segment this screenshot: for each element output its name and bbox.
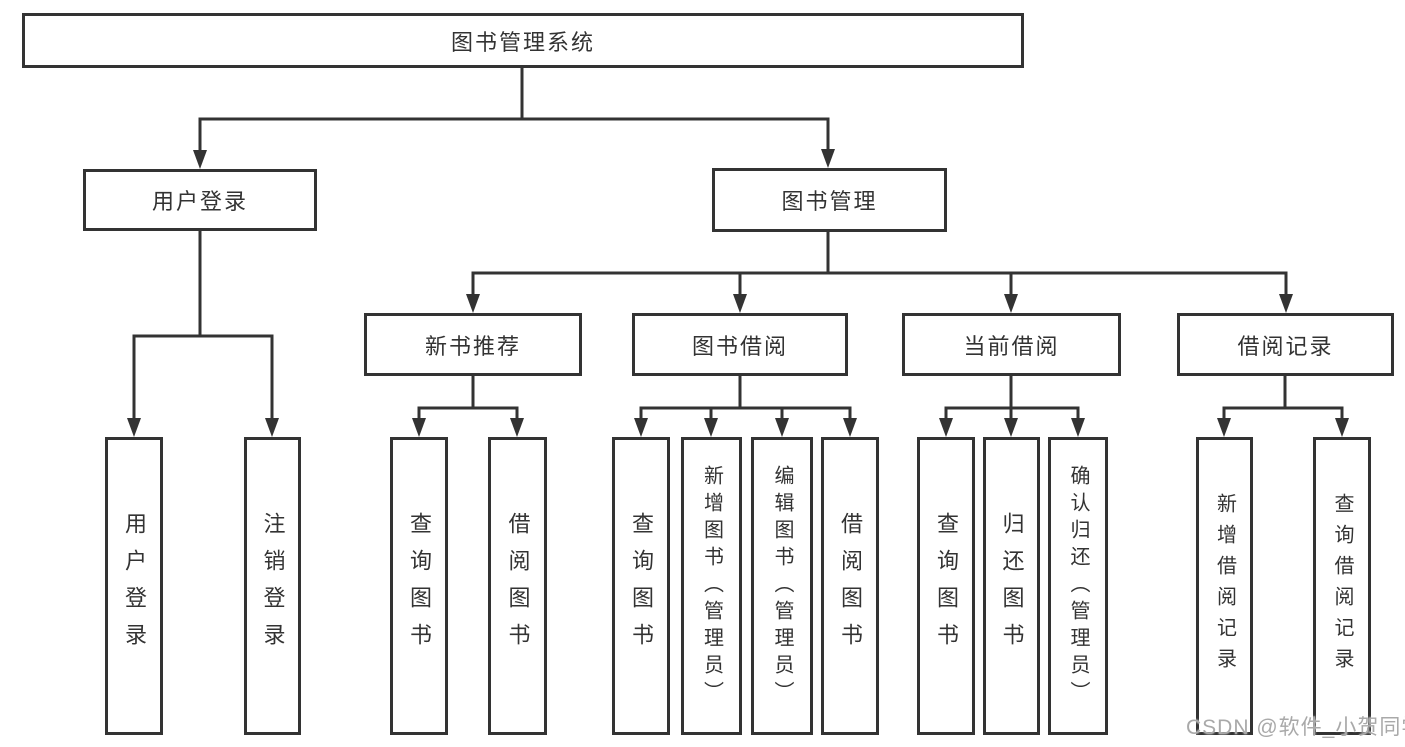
leaf-edit-book-admin-label: 编辑图书（管理员） (771, 464, 793, 708)
leaf-rec-borrow-book-label: 借阅图书 (505, 512, 531, 660)
node-book-management: 图书管理 (712, 168, 947, 232)
leaf-return-book-label: 归还图书 (999, 512, 1025, 660)
leaf-return-book: 归还图书 (983, 437, 1040, 735)
node-current-borrow-label: 当前借阅 (963, 333, 1060, 359)
leaf-borrow-book: 借阅图书 (821, 437, 879, 735)
connector-root-to-level2 (193, 68, 835, 169)
node-book-management-label: 图书管理 (781, 189, 878, 214)
arrowhead-icon (466, 294, 480, 313)
arrowhead-icon (127, 418, 141, 437)
node-book-borrow-label: 图书借阅 (691, 333, 788, 359)
arrowhead-icon (265, 418, 279, 437)
leaf-query-borrow-record: 查询借阅记录 (1313, 437, 1371, 735)
node-new-book-recommend-label: 新书推荐 (424, 333, 521, 359)
leaf-add-book-admin: 新增图书（管理员） (681, 437, 742, 735)
connector-book-mgmt-to-level3 (466, 232, 1293, 313)
leaf-borrow-query-book: 查询图书 (612, 437, 670, 735)
arrowhead-icon (1217, 418, 1231, 437)
leaf-add-book-admin-label: 新增图书（管理员） (700, 464, 723, 708)
leaf-logout-label: 注销登录 (260, 512, 286, 660)
arrowhead-icon (821, 149, 835, 168)
node-borrow-records-label: 借阅记录 (1237, 333, 1334, 359)
arrowhead-icon (510, 418, 524, 437)
connector-user-login-children (127, 231, 279, 437)
leaf-query-borrow-record-label: 查询借阅记录 (1331, 493, 1353, 679)
leaf-edit-book-admin: 编辑图书（管理员） (751, 437, 813, 735)
arrowhead-icon (1335, 418, 1349, 437)
node-current-borrow: 当前借阅 (902, 313, 1121, 376)
arrowhead-icon (412, 418, 426, 437)
arrowhead-icon (1279, 294, 1293, 313)
node-root-label: 图书管理系统 (450, 29, 595, 55)
leaf-add-borrow-record-label: 新增借阅记录 (1213, 493, 1236, 679)
leaf-current-query-book-label: 查询图书 (934, 512, 959, 660)
arrowhead-icon (634, 418, 648, 437)
leaf-rec-borrow-book: 借阅图书 (488, 437, 547, 735)
arrowhead-icon (733, 294, 747, 313)
node-user-login: 用户登录 (83, 169, 317, 231)
connector-borrow-records-children (1217, 376, 1349, 437)
arrowhead-icon (843, 418, 857, 437)
leaf-borrow-book-label: 借阅图书 (838, 512, 863, 660)
leaf-logout: 注销登录 (244, 437, 301, 735)
arrowhead-icon (704, 418, 718, 437)
leaf-add-borrow-record: 新增借阅记录 (1196, 437, 1253, 735)
node-user-login-label: 用户登录 (151, 189, 248, 214)
node-new-book-recommend: 新书推荐 (364, 313, 582, 376)
leaf-rec-query-book: 查询图书 (390, 437, 448, 735)
node-root: 图书管理系统 (22, 13, 1024, 68)
connector-new-book-rec-children (412, 376, 524, 437)
leaf-confirm-return-admin-label: 确认归还（管理员） (1067, 464, 1089, 708)
leaf-borrow-query-book-label: 查询图书 (629, 512, 654, 660)
leaf-confirm-return-admin: 确认归还（管理员） (1048, 437, 1108, 735)
node-book-borrow: 图书借阅 (632, 313, 848, 376)
arrowhead-icon (1004, 294, 1018, 313)
arrowhead-icon (193, 150, 207, 169)
arrowhead-icon (775, 418, 789, 437)
connector-book-borrow-children (634, 376, 857, 437)
arrowhead-icon (1071, 418, 1085, 437)
leaf-user-login: 用户登录 (105, 437, 163, 735)
leaf-current-query-book: 查询图书 (917, 437, 975, 735)
leaf-user-login-label: 用户登录 (122, 512, 147, 660)
arrowhead-icon (939, 418, 953, 437)
arrowhead-icon (1004, 418, 1018, 437)
connector-current-borrow-children (939, 376, 1085, 437)
node-borrow-records: 借阅记录 (1177, 313, 1394, 376)
csdn-watermark: CSDN @软件_小贺同学 (1186, 716, 1405, 739)
leaf-rec-query-book-label: 查询图书 (407, 512, 432, 660)
